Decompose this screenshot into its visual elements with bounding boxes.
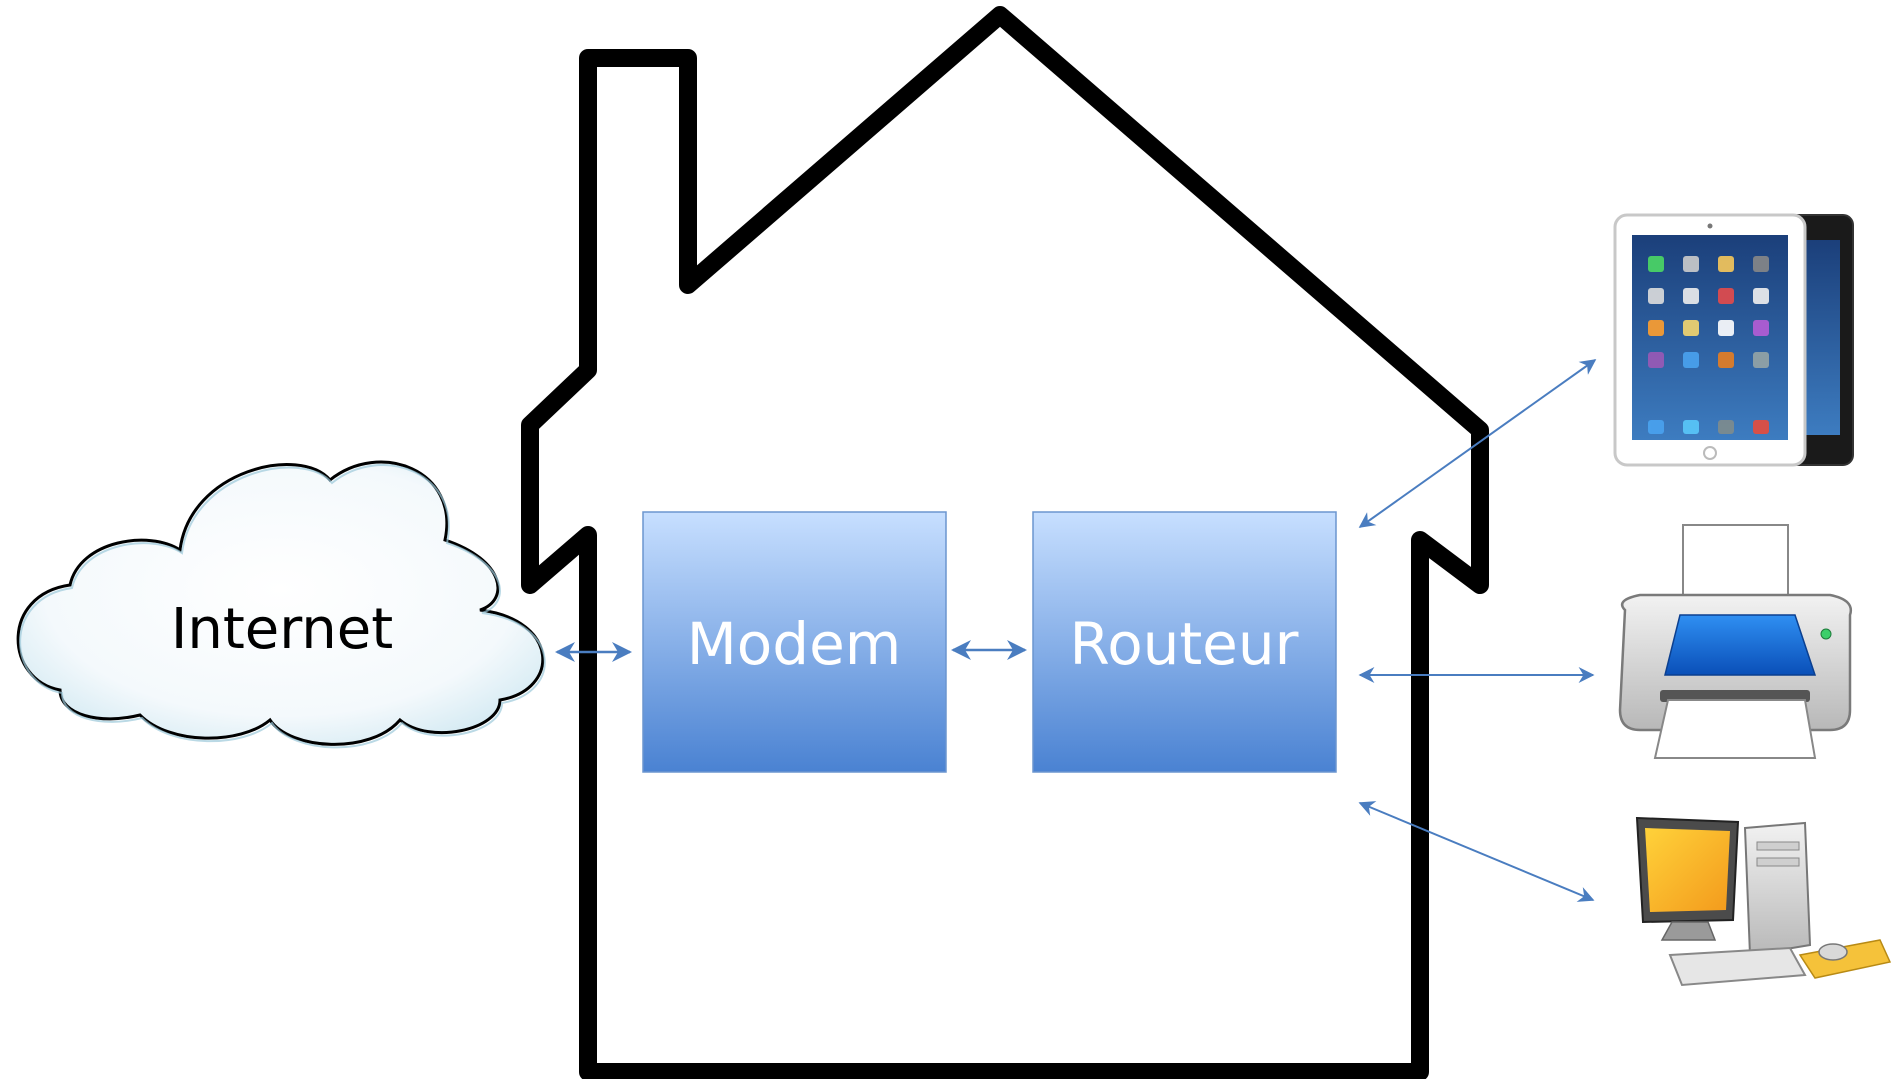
router-box: Routeur	[1032, 511, 1337, 773]
printer-icon	[1618, 524, 1853, 759]
internet-label: Internet	[171, 597, 393, 662]
modem-box: Modem	[642, 511, 947, 773]
internet-cloud: Internet	[16, 460, 546, 749]
arrow-router-tablet	[1358, 359, 1597, 528]
desktop-computer-icon	[1635, 816, 1891, 987]
router-label: Routeur	[1070, 610, 1299, 678]
modem-label: Modem	[687, 610, 902, 678]
house-outline	[521, 6, 1489, 1079]
tablet-icon	[1613, 213, 1854, 467]
arrow-router-computer	[1358, 801, 1595, 902]
